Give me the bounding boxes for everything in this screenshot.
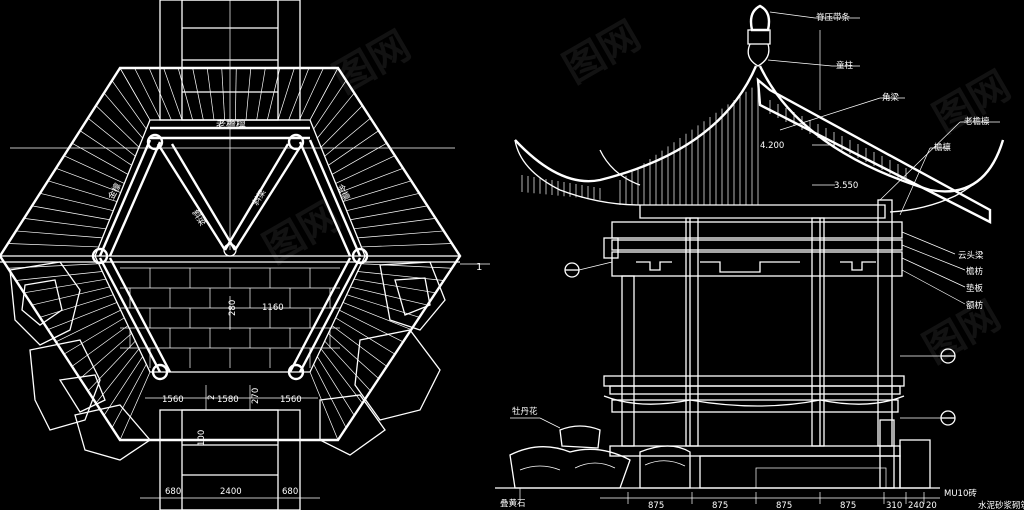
- wall-note: 水泥砂浆砌筑: [978, 500, 1024, 510]
- plan-columns: [91, 133, 369, 381]
- rock-garden: [509, 425, 691, 489]
- brick-floor: [120, 267, 340, 368]
- dim-280: 280: [228, 300, 238, 316]
- dim-bottom-2: 680: [282, 487, 298, 497]
- plan-view: 老檐檩 金檩 金檩 斜梁 斜梁 280 1160 1560 2 1580 270…: [0, 0, 490, 510]
- callout-pad-board: 垫板: [966, 283, 984, 294]
- section-bubbles: [564, 261, 956, 426]
- elev-dim-4: 310: [886, 501, 902, 510]
- platform: [495, 419, 940, 489]
- height-label-2: 3.550: [834, 181, 858, 191]
- dim-1560-right: 1560: [280, 395, 302, 405]
- dim-2: 2: [207, 395, 217, 400]
- elevation-dimension-line: [600, 492, 940, 504]
- rock-label: 叠黄石: [500, 498, 526, 509]
- callout-leaders: [510, 11, 1000, 500]
- dim-bottom-0: 680: [165, 487, 181, 497]
- callout-ridge: 脊压带条: [816, 12, 851, 23]
- elev-dim-3: 875: [840, 501, 856, 510]
- dim-bottom-1: 2400: [220, 487, 242, 497]
- dim-1580: 1580: [217, 395, 239, 405]
- dim-1160: 1160: [262, 303, 284, 313]
- section-marker: 1: [476, 262, 482, 273]
- dim-270: 270: [251, 388, 261, 404]
- plan-rocks: [9, 261, 446, 461]
- elev-dim-6: 20: [926, 501, 937, 510]
- elev-dim-2: 875: [776, 501, 792, 510]
- wall-label: MU10砖: [944, 488, 977, 499]
- elev-dim-1: 875: [712, 501, 728, 510]
- lintels: [603, 221, 903, 277]
- roof: [514, 65, 1005, 224]
- label-roof-beam: 老檐檩: [216, 118, 246, 131]
- callout-strut: 童柱: [836, 60, 854, 71]
- roof-finial: [747, 4, 771, 67]
- elevation-columns: [621, 199, 893, 447]
- elev-dim-0: 875: [648, 501, 664, 510]
- callout-eave-purlin: 檐檩: [934, 142, 952, 153]
- callout-purlin: 老檐檩: [964, 116, 990, 127]
- plan-dimensions: [145, 263, 490, 410]
- callout-lintel: 额枋: [966, 300, 984, 311]
- callout-corner-beam: 角梁: [882, 92, 900, 103]
- dim-100: 100: [197, 430, 207, 446]
- flower-label: 牡丹花: [512, 406, 538, 417]
- callout-eave-tie: 檐枋: [966, 266, 984, 277]
- label-brace-right: 斜梁: [250, 187, 269, 208]
- bottom-walkway: [140, 409, 320, 510]
- callout-cloud-beam: 云头梁: [958, 250, 984, 261]
- elevation-view: 脊压带条 童柱 角梁 老檐檩 檐檩 云头梁 檐枋 垫板 额枋 4.200 3.5…: [495, 4, 1024, 510]
- height-label: 4.200: [760, 141, 784, 151]
- bench: [603, 375, 905, 413]
- roof-tile-lines: [521, 83, 907, 205]
- dim-1560-left: 1560: [162, 395, 184, 405]
- elev-dim-5: 240: [908, 501, 924, 510]
